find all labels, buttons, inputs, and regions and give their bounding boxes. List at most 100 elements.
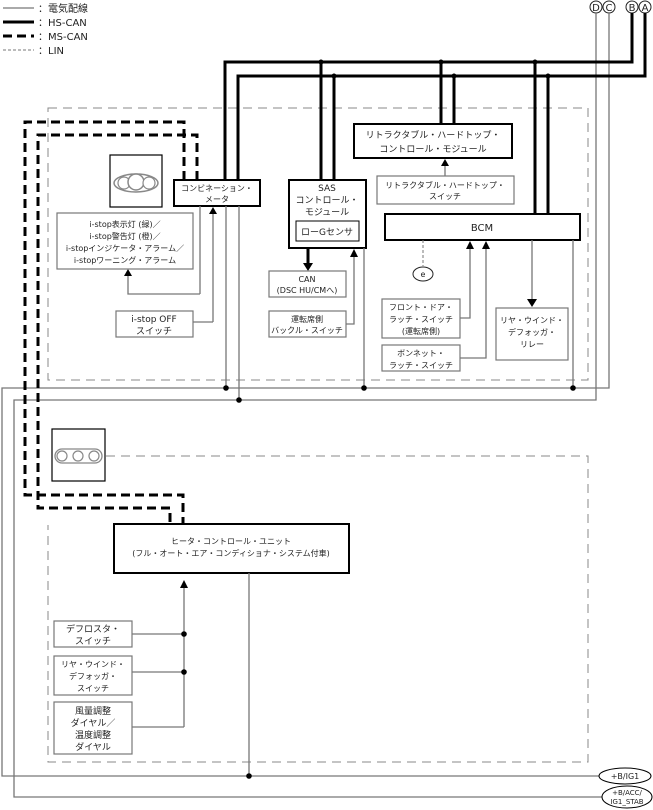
defroster-switch-label-1: デフロスタ・ (66, 623, 120, 635)
zone-upper (47, 107, 589, 381)
wire-buckle (346, 256, 355, 325)
istop-off-switch-box (115, 310, 194, 338)
temp-dial-label-2: ダイヤル (75, 741, 111, 753)
bonnet-latch-label-1: ボンネット・ (397, 349, 445, 358)
wire-bonnet (460, 248, 487, 359)
istop-indicator-box (56, 212, 194, 270)
junction-dot (545, 73, 551, 79)
svg-text:A: A (642, 3, 649, 14)
istop-off-switch-label-1: i-stop OFF (131, 315, 176, 325)
svg-text:C: C (606, 3, 613, 14)
climate-panel-image (51, 428, 106, 482)
combination-meter-label-1: コンビネーション・ (181, 184, 253, 193)
fan-dial-label-1: 風量調整 (75, 705, 111, 717)
arrow-icon (209, 207, 217, 214)
low-g-sensor-box (295, 220, 360, 242)
temp-dial-label-1: 温度調整 (75, 729, 111, 741)
svg-text:B: B (629, 3, 636, 14)
combination-meter-box (173, 179, 261, 207)
istop-warning-alarm-label: i-stopワーニング・アラーム (74, 255, 176, 265)
arrow-icon (180, 580, 188, 588)
combination-meter-image (109, 154, 163, 208)
junction-dot (246, 773, 252, 779)
connector-d: D (589, 0, 603, 14)
arrow-icon (350, 249, 358, 257)
junction-dot (331, 73, 337, 79)
front-door-latch-box (381, 298, 461, 339)
can-dsc-box (268, 270, 347, 298)
rht-module-label-1: リトラクタブル・ハードトップ・ (366, 129, 501, 141)
power-b-acc-ig1stab: +B/ACC/ IG1_STAB (601, 785, 653, 809)
front-door-latch-label-3: (運転席側) (402, 326, 440, 336)
front-door-latch-label-1: フロント・ドア・ (389, 303, 453, 312)
arrow-icon (124, 269, 132, 276)
sas-label: SAS (318, 184, 336, 194)
wire-d (13, 13, 605, 798)
arrow-icon (303, 263, 313, 271)
legend-label-lin: ：LIN (38, 46, 64, 57)
istop-off-switch-label-2: スイッチ (136, 326, 172, 337)
rht-switch-label-2: スイッチ (429, 192, 461, 201)
junction-dot (361, 385, 367, 391)
heater-control-unit-box (113, 523, 350, 574)
wire-c (1, 13, 610, 777)
connector-b: B (625, 0, 639, 14)
rear-defogger-switch-label-2: デフォッガ・ (69, 671, 117, 681)
zone-lower (47, 455, 589, 763)
junction-dot (223, 385, 229, 391)
rear-defogger-switch-label-1: リヤ・ウインド・ (61, 660, 125, 669)
hs-can-b-line (223, 13, 634, 180)
arrow-icon (482, 241, 490, 249)
rht-switch-label-1: リトラクタブル・ハードトップ・ (385, 180, 505, 190)
ms-can-line-1 (23, 120, 186, 524)
sas-label-2: コントロール・ (295, 196, 358, 206)
connector-c: C (602, 0, 616, 14)
front-door-latch-label-2: ラッチ・スイッチ (389, 315, 453, 324)
arrow-icon (466, 241, 474, 249)
legend-label-ms-can: ：MS-CAN (38, 32, 88, 43)
istop-indicator-alarm-label: i-stopインジケータ・アラーム／ (66, 244, 184, 253)
bcm-box (384, 213, 581, 241)
junction-dot (318, 59, 324, 65)
junction-dot (451, 73, 457, 79)
junction-dot (438, 59, 444, 65)
can-dsc-label-2: (DSC HU/CMへ) (277, 286, 338, 295)
power-b-ig1: +B/IG1 (598, 767, 652, 785)
power-b-acc-label-2: IG1_STAB (610, 798, 643, 806)
rear-defogger-switch-box (53, 655, 133, 696)
wire-front-door (460, 248, 471, 319)
rear-defogger-relay-box (495, 307, 569, 361)
arrow-icon (527, 299, 537, 307)
power-b-acc-label-1: +B/ACC/ (612, 789, 642, 797)
connector-e (412, 266, 434, 282)
rear-defogger-relay-label-2: デフォッガ・ (508, 327, 556, 337)
combination-meter-label-2: メータ (205, 195, 229, 204)
istop-warning-label: i-stop警告灯 (橙)／ (89, 231, 160, 241)
rear-defogger-relay-label-3: リレー (520, 340, 544, 349)
fan-dial-label-2: ダイヤル／ (71, 717, 116, 729)
rht-module-label-2: コントロール・モジュール (379, 145, 486, 155)
bonnet-latch-label-2: ラッチ・スイッチ (389, 361, 453, 370)
junction-dot (570, 385, 576, 391)
bonnet-latch-box (381, 344, 461, 372)
sas-label-3: モジュール (305, 208, 349, 218)
rht-module-box (353, 123, 513, 159)
istop-indicator-label: i-stop表示灯 (緑)／ (89, 219, 160, 229)
connector-a: A (638, 0, 652, 14)
defroster-switch-box (53, 620, 133, 648)
rear-defogger-relay-label-1: リヤ・ウインド・ (500, 316, 564, 325)
can-dsc-label-1: CAN (298, 275, 315, 284)
junction-dot (181, 669, 187, 675)
heater-control-unit-label-2: (フル・オート・エア・コンディショナ・システム付車) (132, 548, 329, 558)
low-g-sensor-label: ローGセンサ (301, 227, 353, 238)
rear-defogger-switch-label-3: スイッチ (77, 684, 109, 693)
junction-dot (236, 397, 242, 403)
wire-meter-indicator (127, 275, 200, 295)
junction-dot (181, 631, 187, 637)
connector-e-label: e (421, 270, 426, 279)
fan-temp-dial-box (53, 701, 133, 755)
bcm-label: BCM (471, 223, 493, 234)
svg-text:D: D (592, 3, 600, 14)
arrow-icon (441, 159, 449, 166)
